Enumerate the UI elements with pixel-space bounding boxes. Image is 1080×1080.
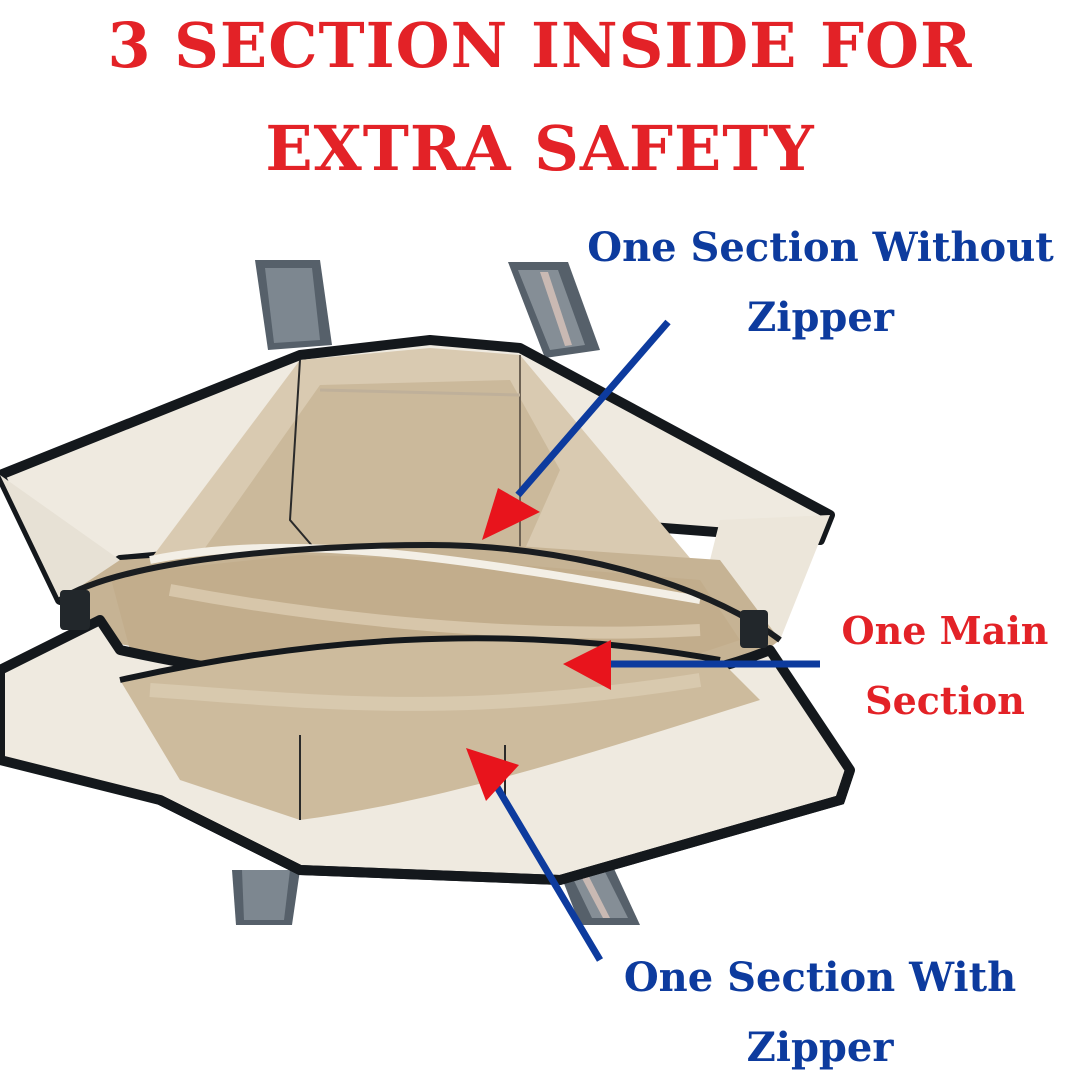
callout-middle-line-1: One Main [841,608,1049,653]
callout-bottom-line-2: Zipper [746,1024,894,1071]
arrow-head-top [482,488,540,540]
arrow-head-bottom [466,748,519,801]
arrow-line-bottom [493,785,604,962]
arrow-head-middle [563,640,611,690]
bag-handle-back [255,260,600,358]
callout-middle-line-2: Section [865,678,1025,723]
page-title-line-1: 3 SECTION INSIDE FOR [107,9,973,82]
callout-top-line-2: Zipper [747,294,894,341]
callout-bottom-line-1: One Section With [623,954,1017,1001]
arrow-line-top [515,319,671,498]
page-title-line-2: EXTRA SAFETY [265,112,815,185]
callout-top-line-1: One Section Without [587,224,1054,271]
